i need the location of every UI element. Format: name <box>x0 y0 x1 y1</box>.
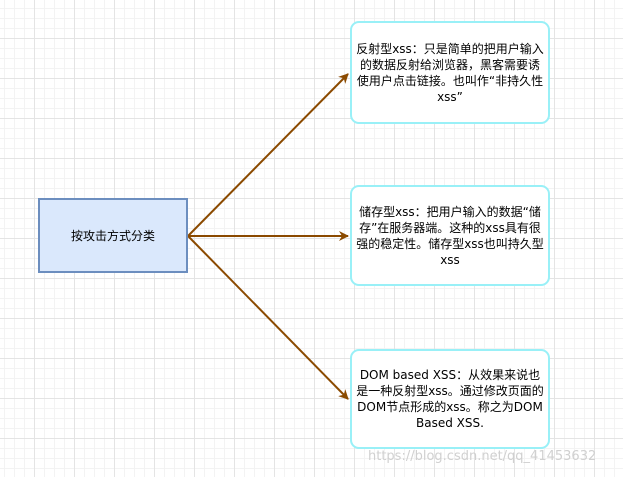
watermark-text: https://blog.csdn.net/qq_41453632 <box>368 449 597 464</box>
root-node-label: 按攻击方式分类 <box>70 228 155 243</box>
leaf-node-stored-xss[interactable]: 储存型xss：把用户输入的数据“储存”在服务器端。这种的xss具有很强的稳定性。… <box>350 185 550 286</box>
leaf-node-label-dom-xss: DOM based XSS：从效果来说也是一种反射型xss。通过修改页面的DOM… <box>356 368 544 430</box>
edge-root-to-reflected-xss <box>187 73 349 237</box>
leaf-node-label-reflected-xss: 反射型xss：只是简单的把用户输入的数据反射给浏览器，黑客需要诱 使用户点击链接… <box>356 41 544 104</box>
edge-root-to-dom-xss <box>187 235 349 400</box>
leaf-node-reflected-xss[interactable]: 反射型xss：只是简单的把用户输入的数据反射给浏览器，黑客需要诱 使用户点击链接… <box>350 21 550 124</box>
leaf-node-label-stored-xss: 储存型xss：把用户输入的数据“储存”在服务器端。这种的xss具有很强的稳定性。… <box>356 204 544 267</box>
root-node-attack-classification[interactable]: 按攻击方式分类 <box>38 198 188 273</box>
leaf-node-dom-xss[interactable]: DOM based XSS：从效果来说也是一种反射型xss。通过修改页面的DOM… <box>350 349 550 449</box>
